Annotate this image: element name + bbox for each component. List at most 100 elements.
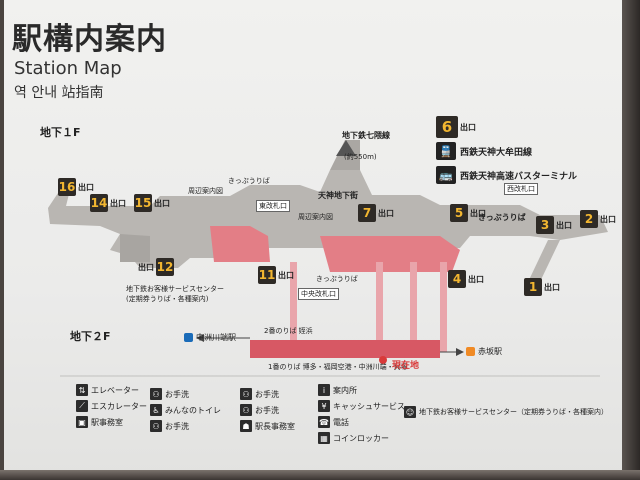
- tenjin-chikagai-label: 天神地下街: [318, 191, 358, 200]
- shaft-4: [290, 262, 297, 342]
- legend-cash: ¥ キャッシュサービス: [318, 400, 405, 412]
- legend-toilet-3: ⚇ お手洗: [240, 404, 279, 416]
- legend-elevator-label: エレベーター: [91, 385, 139, 395]
- exit-1: 1 出口: [524, 278, 560, 296]
- exit-15: 15 出口: [134, 194, 170, 212]
- b2-platform: [250, 340, 440, 358]
- nanakuma-line-label: 地下鉄七隈線: [342, 131, 390, 140]
- legend-cash-label: キャッシュサービス: [333, 401, 405, 411]
- exit-7: 7 出口: [358, 204, 394, 222]
- legend-service-center-label: 地下鉄お客様サービスセンター（定期券うりば・各種案内）: [419, 408, 608, 416]
- left-branch: [120, 234, 150, 262]
- platform-1-label: 1番のりば 博多・福岡空港・中洲川端・貝塚: [268, 363, 408, 371]
- legend-elevator: ⇅ エレベーター: [76, 384, 139, 396]
- locker-icon: ▦: [318, 432, 330, 444]
- toilet-icon: ⚇: [150, 388, 162, 400]
- exit-14-label: 出口: [110, 198, 126, 208]
- service-center-sub: (定期券うりば・各種案内): [126, 295, 209, 303]
- exit-3: 3 出口: [536, 216, 572, 234]
- exit-11-number: 11: [258, 266, 276, 284]
- frame-left: [0, 0, 4, 480]
- floor-label-b1: 地下１F: [40, 126, 81, 139]
- legend-info: i 案内所: [318, 384, 357, 396]
- exit-3-number: 3: [536, 216, 554, 234]
- akasaka-station: 赤坂駅: [466, 346, 502, 357]
- paid-area-west: [210, 226, 270, 262]
- legend-accessible-toilet: ♿ みんなのトイレ: [150, 404, 221, 416]
- exit-12: 出口 12: [138, 258, 174, 276]
- legend-phone-label: 電話: [333, 417, 349, 427]
- exit-11: 11 出口: [258, 266, 294, 284]
- platform-2-label: 2番のりば 姪浜: [264, 327, 313, 335]
- exit-7-label: 出口: [378, 208, 394, 218]
- exit-6-number: 6: [436, 116, 458, 138]
- exit-14: 14 出口: [90, 194, 126, 212]
- omuta-line-heading: 🚆 西鉄天神大牟田線: [436, 142, 532, 160]
- arrow-head-right: [456, 348, 464, 356]
- staff-icon: ☗: [240, 420, 252, 432]
- current-location-label: 現在地: [392, 361, 420, 371]
- exit-15-label: 出口: [154, 198, 170, 208]
- legend-office-label: 駅事務室: [91, 417, 123, 427]
- legend-phone: ☎ 電話: [318, 416, 349, 428]
- exit-6-label: 出口: [460, 122, 476, 132]
- page-title-ko: 역 안내 站指南: [14, 85, 104, 101]
- current-location-marker: [379, 356, 387, 364]
- legend-toilet-4: ⚇ お手洗: [150, 420, 189, 432]
- legend-office: ▣ 駅事務室: [76, 416, 123, 428]
- east-gate-label: 東改札口: [256, 200, 290, 212]
- paid-area-east: [320, 236, 460, 272]
- arrow-up-nanakuma: [336, 140, 356, 156]
- toilet2-icon: ⚇: [240, 388, 252, 400]
- toilet4-icon: ⚇: [150, 420, 162, 432]
- exit-5: 5 出口: [450, 204, 486, 222]
- ticket-label-central: きっぷうりば: [316, 275, 358, 283]
- frame-right: [622, 0, 640, 480]
- nakasu-badge: [184, 333, 193, 342]
- escalator-icon: ⟋: [76, 400, 88, 412]
- exit-6: 6 出口: [436, 116, 476, 138]
- legend-toilet: ⚇ お手洗: [150, 388, 189, 400]
- exit-5-label: 出口: [470, 208, 486, 218]
- omuta-line-label: 西鉄天神大牟田線: [460, 147, 533, 158]
- exit-1-label: 出口: [544, 282, 560, 292]
- legend-locker: ▦ コインロッカー: [318, 432, 389, 444]
- exit-16: 16 出口: [58, 178, 94, 196]
- ticket-label-west: きっぷうりば: [228, 177, 270, 185]
- info-icon: i: [318, 384, 330, 396]
- arrow-head-left: [196, 334, 204, 342]
- exit-7-number: 7: [358, 204, 376, 222]
- shaft-1: [376, 262, 383, 352]
- b1-concourse: [48, 170, 608, 268]
- exit-15-number: 15: [134, 194, 152, 212]
- nakasu-station-label: 中洲川端駅: [196, 333, 236, 342]
- exit-4-number: 4: [448, 270, 466, 288]
- office-icon: ▣: [76, 416, 88, 428]
- legend-accessible-toilet-label: みんなのトイレ: [165, 405, 221, 415]
- exit-11-label: 出口: [278, 270, 294, 280]
- exit-4: 4 出口: [448, 270, 484, 288]
- akasaka-badge: [466, 347, 475, 356]
- bus-terminal-heading: 🚌 西鉄天神高速バスターミナル: [436, 166, 577, 184]
- legend-escalator-label: エスカレーター: [91, 401, 147, 411]
- service-center-label: 地下鉄お客様サービスセンター: [126, 285, 224, 293]
- exit-16-number: 16: [58, 178, 76, 196]
- legend-toilet-label: お手洗: [165, 389, 189, 399]
- exit-2-number: 2: [580, 210, 598, 228]
- page-title-jp: 駅構内案内: [12, 22, 167, 57]
- akasaka-station-label: 赤坂駅: [478, 347, 502, 356]
- legend-info-label: 案内所: [333, 385, 357, 395]
- toilet3-icon: ⚇: [240, 404, 252, 416]
- legend-toilet-3-label: お手洗: [255, 405, 279, 415]
- frame-bottom: [0, 470, 640, 480]
- legend-service-center: ☺ 地下鉄お客様サービスセンター（定期券うりば・各種案内）: [404, 406, 608, 418]
- exit-2-label: 出口: [600, 214, 616, 224]
- cash-icon: ¥: [318, 400, 330, 412]
- nanakuma-distance: (約550m): [344, 153, 377, 161]
- service-icon: ☺: [404, 406, 416, 418]
- phone-icon: ☎: [318, 416, 330, 428]
- exit-14-number: 14: [90, 194, 108, 212]
- elevator-icon: ⇅: [76, 384, 88, 396]
- legend-toilet-2-label: お手洗: [255, 389, 279, 399]
